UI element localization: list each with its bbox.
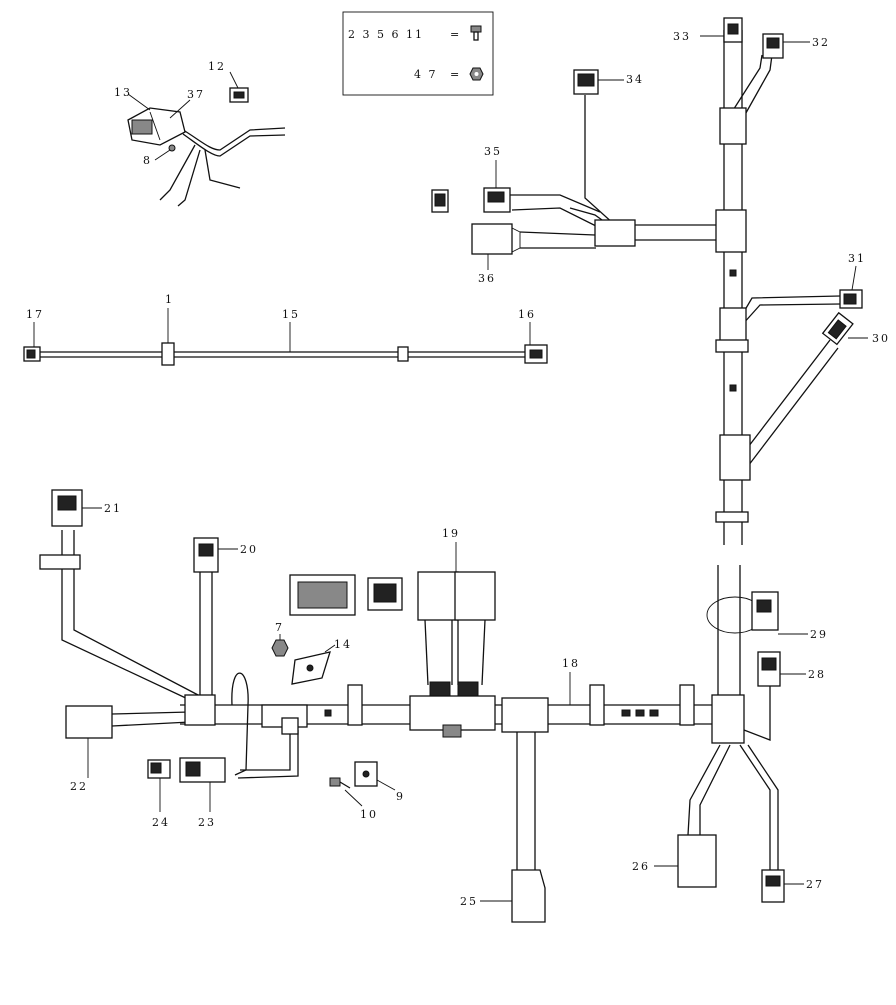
connector-30 [821,311,854,346]
engine-harness: 21 20 22 24 23 7 14 19 18 9 10 25 26 27 … [39,489,828,923]
cable-clip [161,342,175,366]
callout-16: 16 [518,308,536,321]
ecu-connector-19 [409,571,496,738]
nut-icon [469,67,484,81]
callout-36: 36 [478,272,496,285]
legend-row1-equals: = [450,28,461,41]
ecu-socket-loose [289,574,403,616]
callout-19: 19 [442,527,460,540]
callout-30: 30 [872,332,890,345]
connector-36 [471,223,513,255]
callout-25: 25 [460,895,478,908]
clip-21 [39,554,81,570]
screw [168,144,176,152]
bolt-10 [329,777,351,789]
callout-7: 7 [275,621,284,634]
callout-15: 15 [282,308,300,321]
callout-8: 8 [143,154,152,167]
callout-17: 17 [26,308,44,321]
bracket-14 [291,651,331,685]
callout-33: 33 [673,30,691,43]
sensor-connector [127,107,186,146]
callout-32: 32 [812,36,830,49]
callout-34: 34 [626,73,644,86]
callout-24: 24 [152,816,170,829]
extension-cable: 17 1 15 16 [23,293,548,366]
callout-37: 37 [187,88,205,101]
cable-band [397,346,409,362]
bolt-icon [470,25,482,41]
legend-row1-numbers: 2 3 5 6 11 [348,28,424,41]
connector-29 [751,591,779,631]
callout-31: 31 [848,252,866,265]
sensor-sub-harness: 13 37 12 8 [114,60,286,207]
callout-35: 35 [484,145,502,158]
relay-bracket [229,87,249,103]
callout-10: 10 [360,808,378,821]
plate-9 [354,761,378,787]
legend-row2-numbers: 4 7 [414,68,438,81]
callout-26: 26 [632,860,650,873]
callout-12: 12 [208,60,226,73]
callout-23: 23 [198,816,216,829]
connector-26 [677,834,717,888]
nut-7 [271,639,289,657]
callout-21: 21 [104,502,122,515]
callout-13: 13 [114,86,132,99]
callout-1: 1 [165,293,174,306]
callout-27: 27 [806,878,824,891]
connector-21 [51,489,83,527]
connector-22 [65,705,113,739]
callout-14: 14 [334,638,352,651]
callout-20: 20 [240,543,258,556]
callout-9: 9 [396,790,405,803]
callout-18: 18 [562,657,580,670]
legend-box [342,11,494,96]
legend-row2-equals: = [450,68,461,81]
callout-29: 29 [810,628,828,641]
hardware-legend: 2 3 5 6 11 = 4 7 = [342,11,494,96]
callout-28: 28 [808,668,826,681]
callout-22: 22 [70,780,88,793]
cab-harness: 33 32 34 35 36 31 30 [431,17,890,545]
